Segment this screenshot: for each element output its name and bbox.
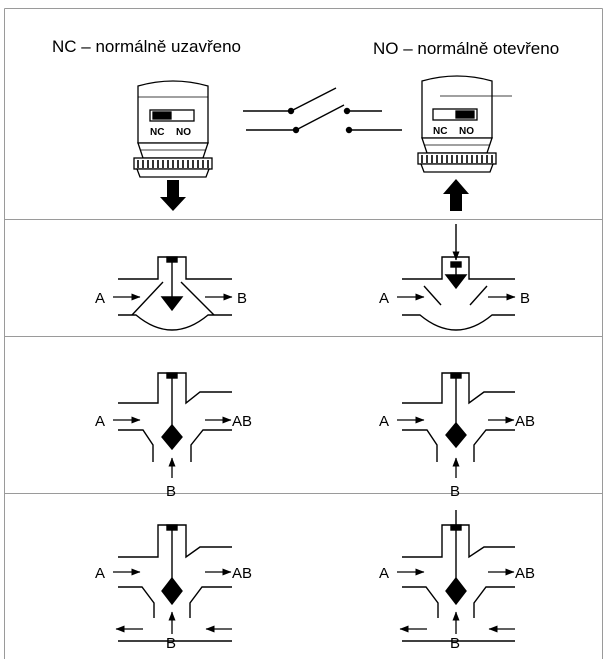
port-label-ab: AB xyxy=(515,413,535,430)
valve-3way-nc xyxy=(118,372,232,462)
port-labels: A B A B A AB B A AB B A AB B A AB B xyxy=(95,290,535,652)
port-label-a: A xyxy=(379,413,389,430)
port-label-a: A xyxy=(95,413,105,430)
heading-nc: NC – normálně uzavřeno xyxy=(52,37,241,56)
port-label-a: A xyxy=(95,290,105,307)
valve-2way-nc xyxy=(118,256,232,331)
port-label-b: B xyxy=(166,483,176,500)
port-label-ab: AB xyxy=(232,413,252,430)
port-label-b: B xyxy=(450,483,460,500)
actuator-nc-label-no: NO xyxy=(176,127,191,138)
actuator-nc xyxy=(133,80,213,178)
actuator-no-label-no: NO xyxy=(459,126,474,137)
switch-symbol xyxy=(243,87,402,134)
port-label-ab: AB xyxy=(232,565,252,582)
valve-3way-div-nc xyxy=(118,524,232,642)
port-label-b: B xyxy=(520,290,530,307)
valve-3way-div-no xyxy=(402,510,515,642)
port-label-b: B xyxy=(166,635,176,652)
valve-3way-no xyxy=(402,372,515,462)
port-label-b: B xyxy=(237,290,247,307)
table-grid xyxy=(4,8,603,659)
actuator-no xyxy=(417,75,512,173)
valve-2way-no xyxy=(402,224,515,331)
actuator-no-label-nc: NC xyxy=(433,126,447,137)
arrow-down-icon xyxy=(160,180,186,211)
port-label-b: B xyxy=(450,635,460,652)
actuator-nc-label-nc: NC xyxy=(150,127,164,138)
heading-no: NO – normálně otevřeno xyxy=(373,39,559,58)
port-label-a: A xyxy=(379,565,389,582)
port-label-ab: AB xyxy=(515,565,535,582)
port-label-a: A xyxy=(379,290,389,307)
arrow-up-icon xyxy=(443,179,469,211)
flow-arrows xyxy=(113,293,516,634)
port-label-a: A xyxy=(95,565,105,582)
